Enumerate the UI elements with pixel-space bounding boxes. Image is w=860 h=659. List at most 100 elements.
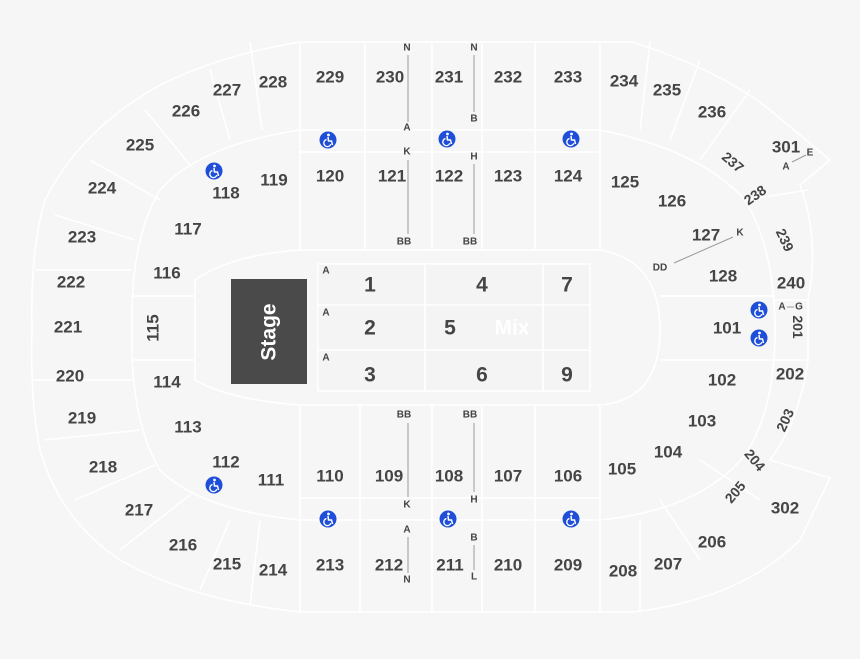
row-label: N bbox=[470, 43, 477, 54]
section-101[interactable]: 101 bbox=[713, 319, 741, 338]
section-116[interactable]: 116 bbox=[153, 264, 180, 283]
section-126[interactable]: 126 bbox=[658, 192, 686, 211]
floor-section-6[interactable]: 6 bbox=[476, 364, 488, 387]
section-112[interactable]: 112 bbox=[212, 453, 239, 472]
section-227[interactable]: 227 bbox=[213, 81, 241, 100]
section-216[interactable]: 216 bbox=[169, 536, 197, 555]
wheelchair-icon bbox=[562, 130, 580, 148]
section-229[interactable]: 229 bbox=[316, 68, 344, 87]
wheelchair-icon bbox=[205, 476, 223, 494]
row-label: A bbox=[322, 308, 329, 319]
section-121[interactable]: 121 bbox=[378, 167, 406, 186]
section-235[interactable]: 235 bbox=[653, 81, 681, 100]
section-240[interactable]: 240 bbox=[777, 274, 805, 293]
section-118[interactable]: 118 bbox=[212, 184, 239, 203]
section-234[interactable]: 234 bbox=[610, 72, 639, 91]
section-230[interactable]: 230 bbox=[376, 68, 404, 87]
section-215[interactable]: 215 bbox=[213, 555, 241, 574]
row-label: N bbox=[403, 43, 410, 54]
section-233[interactable]: 233 bbox=[554, 68, 582, 87]
section-206[interactable]: 206 bbox=[698, 533, 726, 552]
floor-section-9[interactable]: 9 bbox=[561, 364, 573, 387]
wheelchair-icon bbox=[562, 510, 580, 528]
section-223[interactable]: 223 bbox=[68, 228, 96, 247]
section-124[interactable]: 124 bbox=[554, 167, 583, 186]
section-231[interactable]: 231 bbox=[435, 68, 463, 87]
section-217[interactable]: 217 bbox=[125, 501, 153, 520]
row-label: G bbox=[795, 302, 803, 313]
row-range-line bbox=[791, 154, 807, 163]
section-111[interactable]: 111 bbox=[258, 471, 285, 490]
section-222[interactable]: 222 bbox=[57, 273, 85, 292]
section-107[interactable]: 107 bbox=[494, 467, 522, 486]
section-219[interactable]: 219 bbox=[68, 409, 96, 428]
section-237[interactable]: 237 bbox=[719, 148, 747, 175]
floor-section-2[interactable]: 2 bbox=[364, 317, 376, 340]
section-214[interactable]: 214 bbox=[259, 561, 288, 580]
section-226[interactable]: 226 bbox=[172, 102, 200, 121]
section-224[interactable]: 224 bbox=[88, 179, 117, 198]
section-225[interactable]: 225 bbox=[126, 136, 154, 155]
row-label: A bbox=[403, 525, 410, 536]
section-127[interactable]: 127 bbox=[692, 226, 720, 245]
section-120[interactable]: 120 bbox=[316, 167, 344, 186]
floor-section-3[interactable]: 3 bbox=[364, 364, 376, 387]
section-208[interactable]: 208 bbox=[609, 562, 637, 581]
wheelchair-icon bbox=[439, 510, 457, 528]
section-204[interactable]: 204 bbox=[741, 446, 768, 474]
row-label: K bbox=[403, 500, 411, 511]
section-205[interactable]: 205 bbox=[721, 478, 748, 506]
floor-section-1[interactable]: 1 bbox=[364, 274, 376, 297]
section-213[interactable]: 213 bbox=[316, 556, 344, 575]
row-label: H bbox=[470, 152, 477, 163]
section-239[interactable]: 239 bbox=[773, 226, 797, 254]
section-114[interactable]: 114 bbox=[153, 373, 181, 392]
section-202[interactable]: 202 bbox=[776, 365, 804, 384]
section-212[interactable]: 212 bbox=[375, 556, 403, 575]
section-125[interactable]: 125 bbox=[611, 173, 639, 192]
section-228[interactable]: 228 bbox=[259, 73, 287, 92]
section-207[interactable]: 207 bbox=[654, 555, 682, 574]
section-302[interactable]: 302 bbox=[771, 499, 799, 518]
section-106[interactable]: 106 bbox=[554, 467, 582, 486]
row-label: BB bbox=[397, 410, 411, 421]
floor-section-4[interactable]: 4 bbox=[476, 274, 488, 297]
section-110[interactable]: 110 bbox=[316, 467, 343, 486]
section-238[interactable]: 238 bbox=[741, 182, 769, 209]
section-108[interactable]: 108 bbox=[435, 467, 463, 486]
section-210[interactable]: 210 bbox=[494, 556, 522, 575]
section-119[interactable]: 119 bbox=[260, 171, 287, 190]
section-301[interactable]: 301 bbox=[772, 138, 800, 157]
section-103[interactable]: 103 bbox=[688, 412, 716, 431]
floor-section-5[interactable]: 5 bbox=[444, 317, 456, 340]
section-104[interactable]: 104 bbox=[654, 443, 683, 462]
row-label: A bbox=[322, 353, 329, 364]
section-211[interactable]: 211 bbox=[436, 556, 463, 575]
section-122[interactable]: 122 bbox=[435, 167, 463, 186]
section-102[interactable]: 102 bbox=[708, 371, 736, 390]
floor-sections: 1 4 7 2 5 3 6 9 bbox=[364, 274, 573, 387]
section-117[interactable]: 117 bbox=[174, 220, 201, 239]
section-109[interactable]: 109 bbox=[375, 467, 403, 486]
section-236[interactable]: 236 bbox=[698, 103, 726, 122]
wheelchair-icon bbox=[205, 162, 223, 180]
row-label: K bbox=[403, 147, 411, 158]
section-218[interactable]: 218 bbox=[89, 458, 117, 477]
section-128[interactable]: 128 bbox=[709, 267, 737, 286]
section-220[interactable]: 220 bbox=[56, 367, 84, 386]
floor-grid bbox=[317, 263, 591, 392]
section-203[interactable]: 203 bbox=[773, 406, 797, 434]
floor-section-7[interactable]: 7 bbox=[561, 274, 573, 297]
section-123[interactable]: 123 bbox=[494, 167, 522, 186]
section-115[interactable]: 115 bbox=[144, 314, 163, 341]
section-209[interactable]: 209 bbox=[554, 556, 582, 575]
section-221[interactable]: 221 bbox=[54, 318, 82, 337]
section-201[interactable]: 201 bbox=[790, 315, 806, 339]
section-232[interactable]: 232 bbox=[494, 68, 522, 87]
row-label: L bbox=[471, 572, 477, 583]
section-outlines bbox=[30, 41, 832, 613]
section-105[interactable]: 105 bbox=[608, 460, 636, 479]
section-113[interactable]: 113 bbox=[174, 418, 201, 437]
